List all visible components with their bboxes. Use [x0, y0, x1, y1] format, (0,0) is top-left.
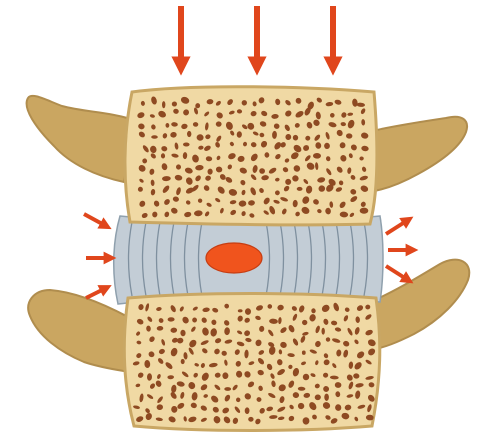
upper-vertebral-body	[125, 87, 377, 225]
bone-pore	[324, 394, 329, 401]
bone-pore	[360, 208, 369, 214]
bone-pore	[245, 308, 251, 315]
bone-pore	[151, 135, 158, 139]
lower-left-process	[28, 290, 130, 372]
bone-pore	[181, 359, 185, 364]
nucleus-pulposus	[206, 243, 262, 273]
right-arrow-1	[386, 220, 408, 234]
bone-pore	[162, 101, 165, 108]
bone-pore	[224, 387, 231, 391]
right-arrow-3	[386, 266, 408, 280]
right-bulge-arrows	[386, 220, 412, 280]
lower-vertebral-body	[124, 294, 379, 431]
bone-pore	[302, 351, 306, 355]
left-inward-arrows	[84, 214, 110, 298]
left-arrow-3	[86, 288, 106, 298]
bone-pore	[322, 328, 325, 335]
lower-right-process	[370, 260, 469, 350]
upper-left-process	[27, 96, 134, 182]
bone-pore	[248, 417, 253, 422]
top-load-arrows	[181, 6, 333, 66]
left-arrow-1	[84, 214, 106, 226]
upper-right-process	[368, 117, 467, 192]
